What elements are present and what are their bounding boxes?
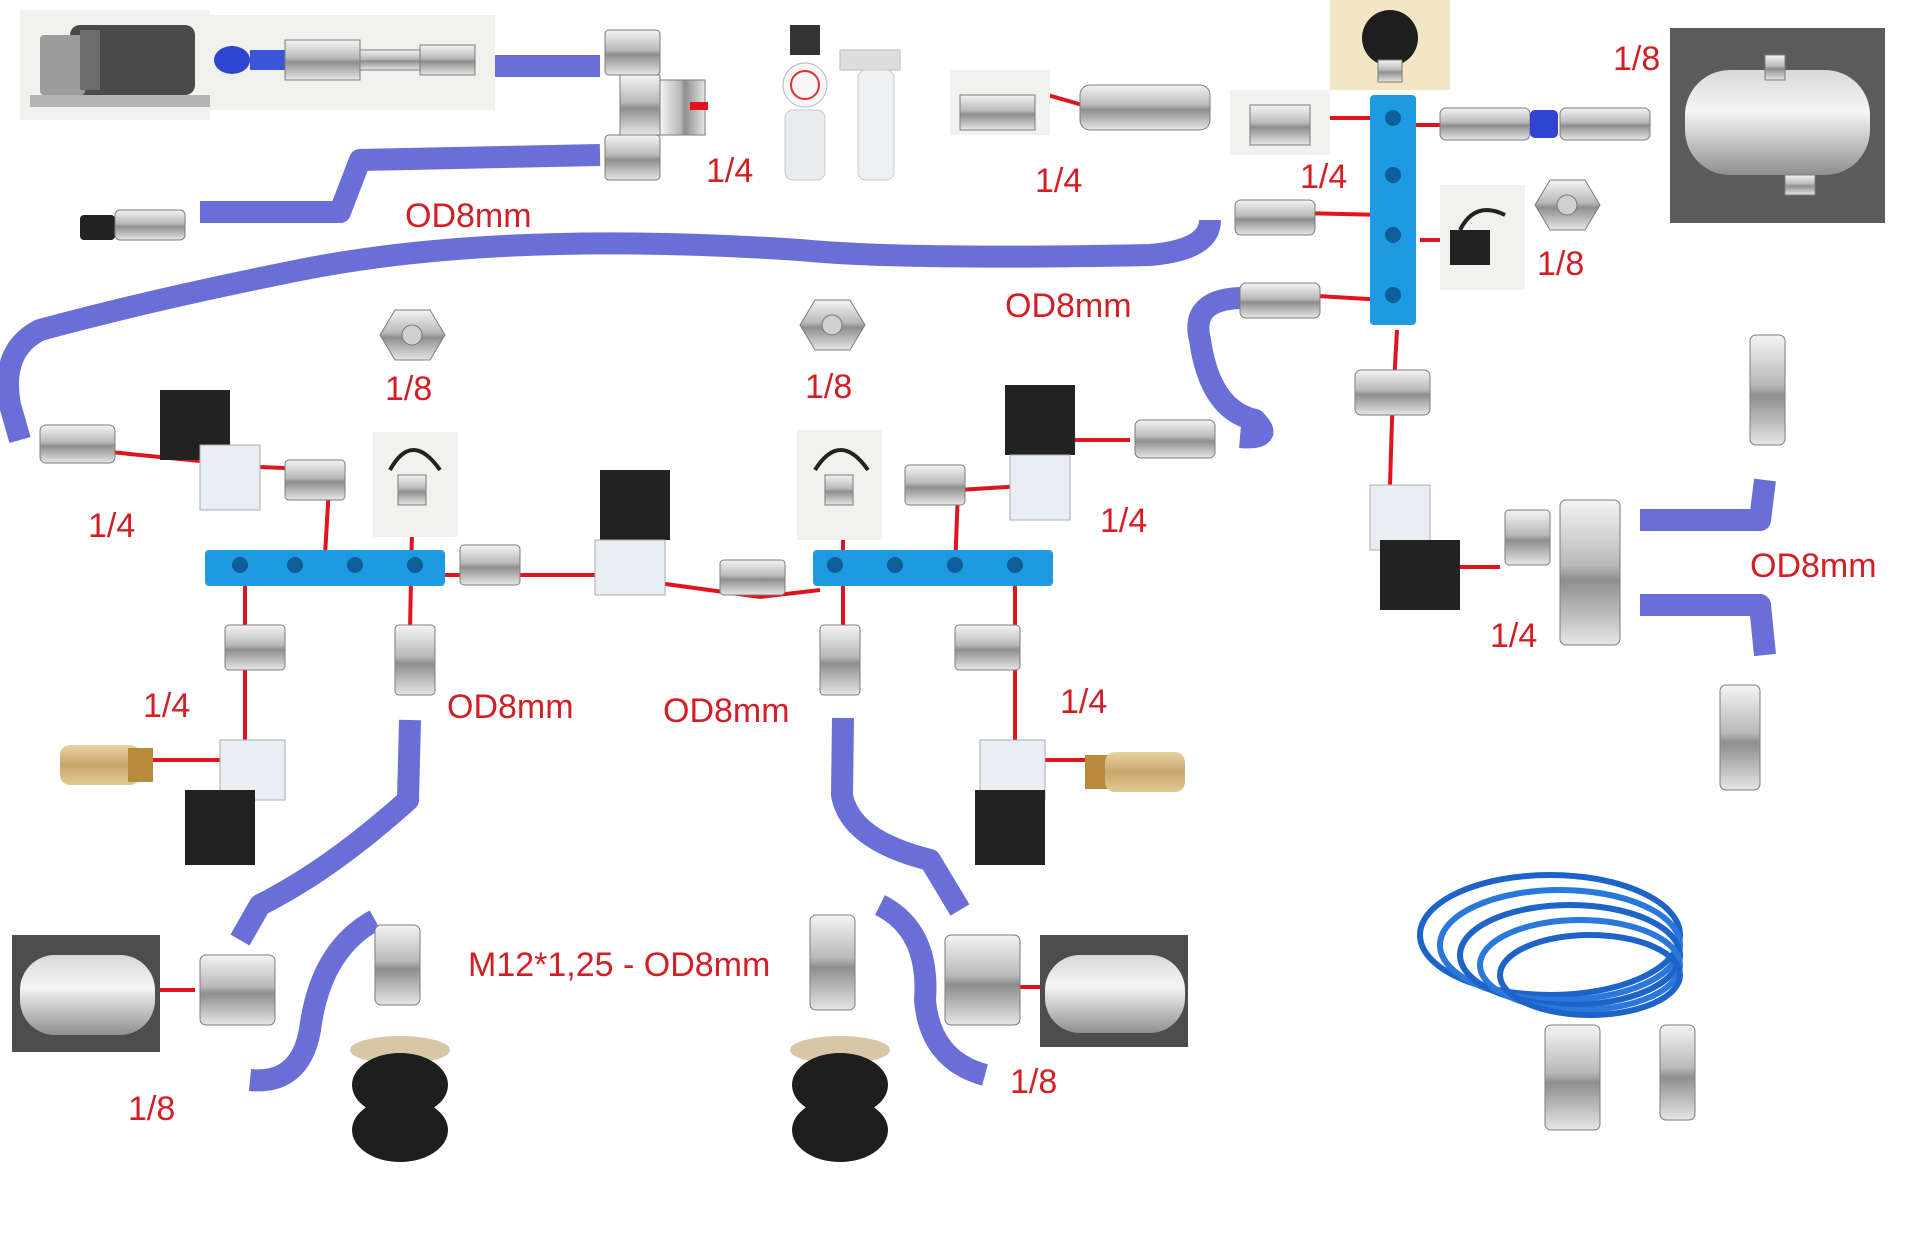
hose-right-out-bottom [1640, 594, 1776, 657]
check-valve-icon [950, 70, 1330, 155]
hose-main-loop [0, 218, 1221, 444]
tee-fitting-icon [604, 29, 708, 181]
label-fr-outlet: 1/4 [706, 152, 753, 190]
label-left-tank: 1/8 [128, 1090, 175, 1128]
hose-left-bag [230, 719, 421, 946]
wire-manifold-down [1388, 329, 1399, 486]
hose-center-bag [831, 717, 970, 916]
labels: 1/4 1/4 1/4 1/8 1/8 OD8mm OD8mm 1/8 1/8 … [88, 40, 1877, 1128]
label-bag-fitting: M12*1,25 - OD8mm [468, 946, 770, 984]
push-fitting-icon [1234, 107, 1651, 319]
hose-right-out-top [1640, 478, 1776, 531]
push-fitting-icon [39, 334, 1786, 1131]
air-tank-icon [12, 935, 1188, 1052]
tee-fitting-icon [199, 914, 1021, 1026]
label-hose-main-loop: OD8mm [1005, 287, 1132, 325]
hose-right-loop [1187, 287, 1274, 449]
compressor-icon [20, 10, 210, 120]
label-right-exhaust: 1/4 [1060, 683, 1107, 721]
filter-regulator-icon [782, 25, 901, 181]
label-hose-compressor: OD8mm [405, 197, 532, 235]
label-right-tank: 1/8 [1010, 1063, 1057, 1101]
air-bag-icon [350, 1036, 890, 1162]
hoses [0, 55, 1776, 1092]
label-left-reducer: 1/8 [385, 370, 432, 408]
solenoid-valve-icon [160, 385, 1460, 865]
air-tank-icon [1670, 28, 1885, 223]
label-right-valve-tee: 1/4 [1490, 617, 1537, 655]
label-pressure-sensor-main: 1/8 [1537, 245, 1584, 283]
tire-valve-icon [80, 209, 186, 241]
label-tank-port: 1/8 [1613, 40, 1660, 78]
hose-left-bag-lower [248, 910, 381, 1092]
reducer-bushing-icon [379, 179, 1601, 361]
label-left-exhaust: 1/4 [143, 687, 190, 725]
pressure-switch-icon [1330, 0, 1450, 90]
quick-coupler-icon [210, 15, 495, 110]
coil-hose-icon [1417, 872, 1683, 1018]
label-center-reducer: 1/8 [805, 368, 852, 406]
pressure-sensor-icon [373, 185, 1525, 540]
label-left-bag-hose: OD8mm [447, 688, 574, 726]
manifold-icon [205, 550, 1053, 586]
hose-inlet [200, 144, 601, 223]
label-check-valve: 1/4 [1035, 162, 1082, 200]
hose-center-bag-lower [874, 895, 989, 1086]
label-right-valve-port: 1/4 [1100, 502, 1147, 540]
label-manifold-top: 1/4 [1300, 158, 1347, 196]
label-center-bag-hose: OD8mm [663, 692, 790, 730]
muffler-icon [60, 745, 1185, 792]
label-left-valve-port: 1/4 [88, 507, 135, 545]
label-right-output-hose: OD8mm [1750, 547, 1877, 585]
manifold-icon [1370, 95, 1416, 325]
